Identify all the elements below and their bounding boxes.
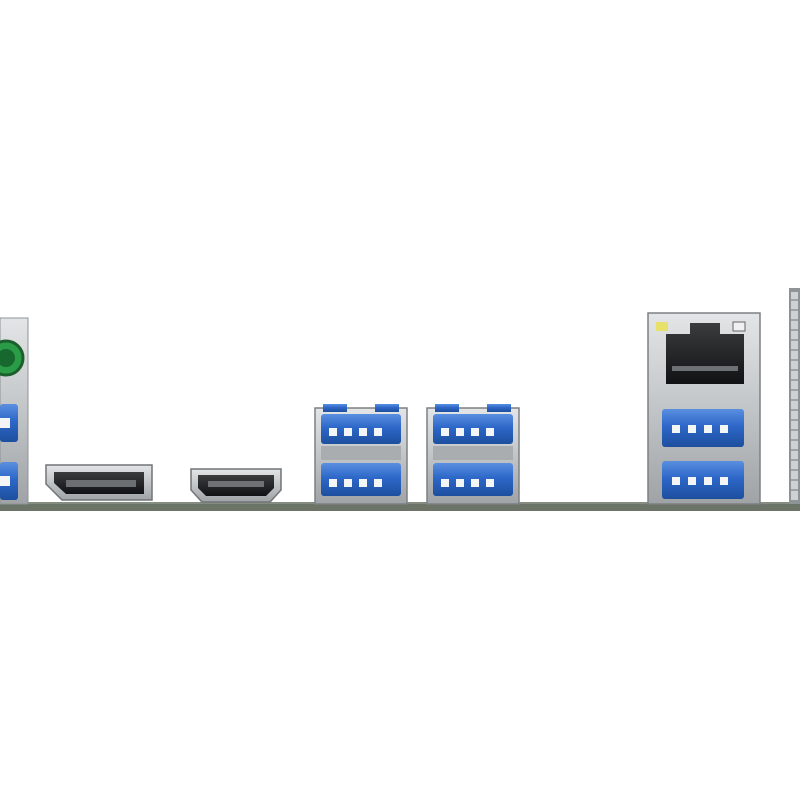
connector-icon (791, 299, 798, 491)
usb-icon (0, 462, 18, 500)
ethernet-icon (666, 323, 744, 384)
displayport-port (45, 464, 153, 501)
usb-icon (0, 404, 18, 442)
usb-icon (662, 409, 744, 447)
hdmi-icon (208, 481, 264, 487)
usb-icon (321, 414, 401, 444)
usb-icon (433, 463, 513, 496)
usb-icon (321, 463, 401, 496)
rj45-usb3-combo (647, 312, 761, 505)
usb-icon (662, 461, 744, 499)
dual-usb3-stack-1 (314, 404, 408, 505)
displayport-icon (66, 480, 136, 487)
hdmi-port (190, 468, 282, 503)
right-edge-connector (789, 288, 800, 504)
dual-usb3-stack-2 (426, 404, 520, 505)
usb-icon (433, 414, 513, 444)
left-combo-usb-panel (0, 317, 29, 505)
